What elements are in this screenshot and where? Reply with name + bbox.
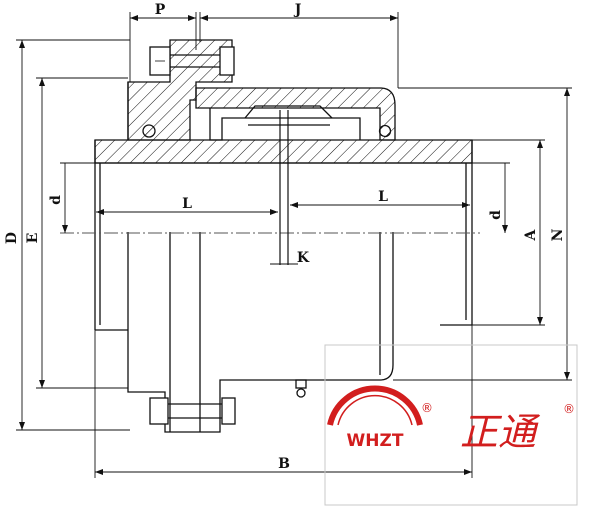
label-l-right: L [378,189,388,205]
label-l-left: L [182,196,192,212]
label-p: P [155,2,166,18]
seal-ring-right [378,124,392,138]
seal-ring-left [142,124,156,138]
bolt-nut-bottom [221,397,236,425]
logo-text-cn: 正通 [460,410,541,454]
logo-text-en: WHZT [347,431,404,451]
logo-reg-mark-cn: ® [563,402,575,416]
left-flange [127,39,235,141]
sleeve-hatched [195,87,396,141]
logo-frame [324,344,578,506]
grease-nipple [295,379,307,389]
bolt-head-bottom [149,397,169,425]
label-b: B [278,456,290,472]
dimension-arrows [19,15,570,475]
logo-reg-mark-en: ® [421,401,433,415]
lower-body [127,232,394,433]
logo-arc-icon [327,385,423,426]
lower-left-flange [127,232,221,433]
lower-sleeve [219,232,394,392]
outer-sleeve [195,87,396,141]
dimension-labels: P J D E d L L K d A N B [4,2,566,472]
label-n: N [550,228,566,241]
hub-section [94,139,473,331]
watermark-logo: WHZT ® 正通 ® [324,344,578,506]
label-j: J [293,2,302,18]
label-d-right: d [488,210,504,220]
label-a: A [523,228,539,241]
hub-hatched-band [94,139,473,164]
dimension-lines [16,12,572,478]
label-k: K [297,250,310,266]
label-e: E [25,233,41,244]
bolt-nut-top [219,46,235,76]
label-d-left: d [48,195,64,205]
label-d-outer: D [4,232,20,244]
